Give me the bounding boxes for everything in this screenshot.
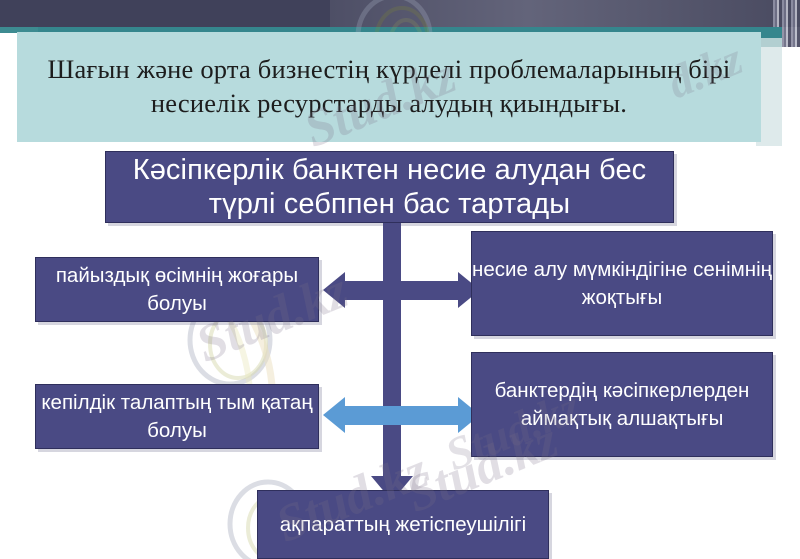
reason-box-text: пайыздық өсімнің жоғары болуы	[55, 264, 299, 315]
header-statement-text: Кәсіпкерлік банктен несие алудан бес түр…	[132, 153, 647, 220]
top-decor-band	[0, 0, 800, 27]
reason-box-lack-of-trust: несие алу мүмкіндігіне сенімнің жоқтығы	[471, 231, 773, 336]
reason-box-text: банктердің кәсіпкерлерден аймақтық алшақ…	[494, 379, 750, 430]
arrow-shaft	[342, 281, 461, 300]
reason-box-collateral-requirements: кепілдік талаптың тым қатаң болуы	[35, 384, 319, 449]
reason-box-regional-gap: банктердің кәсіпкерлерден аймақтық алшақ…	[471, 352, 773, 457]
top-decor-band-gradient	[330, 0, 770, 27]
bidirectional-arrow-top	[323, 272, 480, 308]
reason-box-interest-rate: пайыздық өсімнің жоғары болуы	[35, 257, 319, 322]
arrow-head-left-icon	[323, 397, 345, 433]
slide-title-text: Шағын және орта бизнестің күрделі пробле…	[47, 54, 731, 118]
arrow-head-left-icon	[323, 272, 345, 308]
bidirectional-arrow-bottom	[323, 397, 480, 433]
slide-title-banner: Шағын және орта бизнестің күрделі пробле…	[17, 32, 761, 142]
vertical-arrow-shaft	[383, 223, 401, 493]
reason-box-text: кепілдік талаптың тым қатаң болуы	[41, 391, 313, 442]
reason-box-lack-of-information: ақпараттың жетіспеушілігі	[257, 490, 549, 559]
header-statement-box: Кәсіпкерлік банктен несие алудан бес түр…	[105, 151, 674, 223]
reason-box-text: несие алу мүмкіндігіне сенімнің жоқтығы	[472, 258, 772, 309]
reason-box-text: ақпараттың жетіспеушілігі	[279, 512, 527, 536]
arrow-shaft	[342, 406, 461, 425]
